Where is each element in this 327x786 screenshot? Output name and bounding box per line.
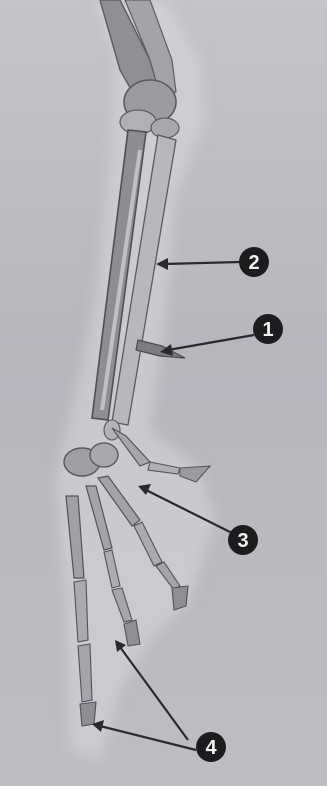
callout-2: 2 <box>239 247 269 277</box>
callout-3: 3 <box>228 525 258 555</box>
callout-1: 1 <box>253 314 283 344</box>
callout-1-label: 1 <box>262 319 273 341</box>
arrow-4a <box>115 640 188 740</box>
callout-4-label: 4 <box>205 737 217 759</box>
callout-4: 4 <box>196 732 226 762</box>
callout-2-label: 2 <box>248 252 259 274</box>
callout-3-label: 3 <box>237 530 248 552</box>
